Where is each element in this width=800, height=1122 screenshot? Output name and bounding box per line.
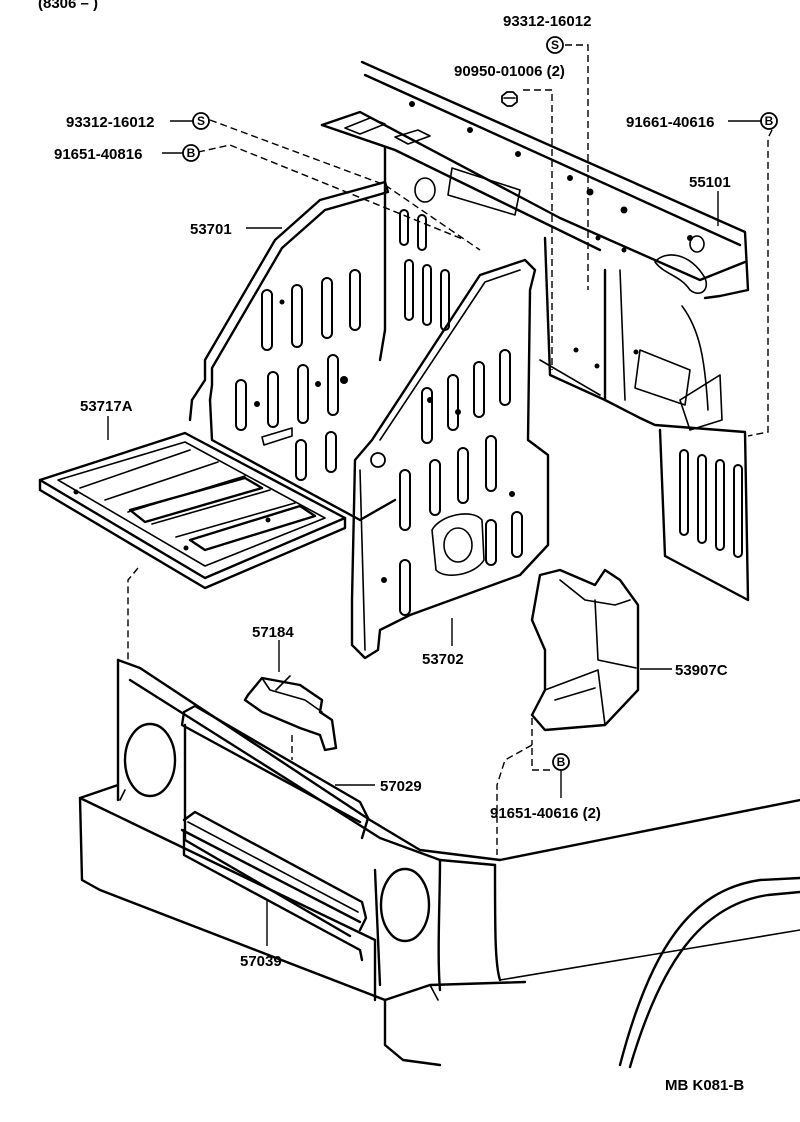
fastener-93312-top: S bbox=[546, 36, 564, 54]
label-57039: 57039 bbox=[240, 953, 282, 970]
label-90950-01006: 90950-01006 (2) bbox=[454, 63, 565, 80]
fastener-90950-nut bbox=[501, 91, 518, 107]
label-55101: 55101 bbox=[689, 174, 731, 191]
part-53717a-shelf bbox=[38, 431, 347, 590]
label-53701: 53701 bbox=[190, 221, 232, 238]
part-53907c-duct bbox=[530, 568, 640, 732]
vehicle-front-body bbox=[78, 658, 800, 1069]
label-53717a: 53717A bbox=[80, 398, 133, 415]
label-93312-16012-left: 93312-16012 bbox=[66, 114, 154, 131]
label-93312-16012-top: 93312-16012 bbox=[503, 13, 591, 30]
label-57029: 57029 bbox=[380, 778, 422, 795]
svg-text:B: B bbox=[187, 146, 196, 160]
part-55101-back-panel bbox=[320, 60, 750, 602]
label-53702: 53702 bbox=[422, 651, 464, 668]
fastener-91651-left: B bbox=[182, 144, 200, 162]
svg-text:S: S bbox=[197, 114, 205, 128]
leader-lines bbox=[107, 120, 761, 946]
fastener-93312-left: S bbox=[192, 112, 210, 130]
svg-text:B: B bbox=[765, 114, 774, 128]
fastener-91651-bottom: B bbox=[552, 753, 570, 771]
diagram-code: MB K081-B bbox=[665, 1077, 744, 1094]
label-53907c: 53907C bbox=[675, 662, 728, 679]
label-57184: 57184 bbox=[252, 624, 294, 641]
label-91651-40816: 91651-40816 bbox=[54, 146, 142, 163]
part-53701-side-panel bbox=[188, 180, 397, 522]
label-91661-40616: 91661-40616 bbox=[626, 114, 714, 131]
header-fragment: (8306 – ) bbox=[38, 0, 98, 12]
part-57184-bracket bbox=[243, 675, 338, 752]
assembly-dashed-lines bbox=[127, 44, 778, 855]
part-53702-side-panel bbox=[350, 258, 550, 660]
svg-text:B: B bbox=[557, 755, 566, 769]
svg-text:S: S bbox=[551, 38, 559, 52]
label-91651-40616: 91651-40616 (2) bbox=[490, 805, 601, 822]
fastener-91661-right: B bbox=[760, 112, 778, 130]
